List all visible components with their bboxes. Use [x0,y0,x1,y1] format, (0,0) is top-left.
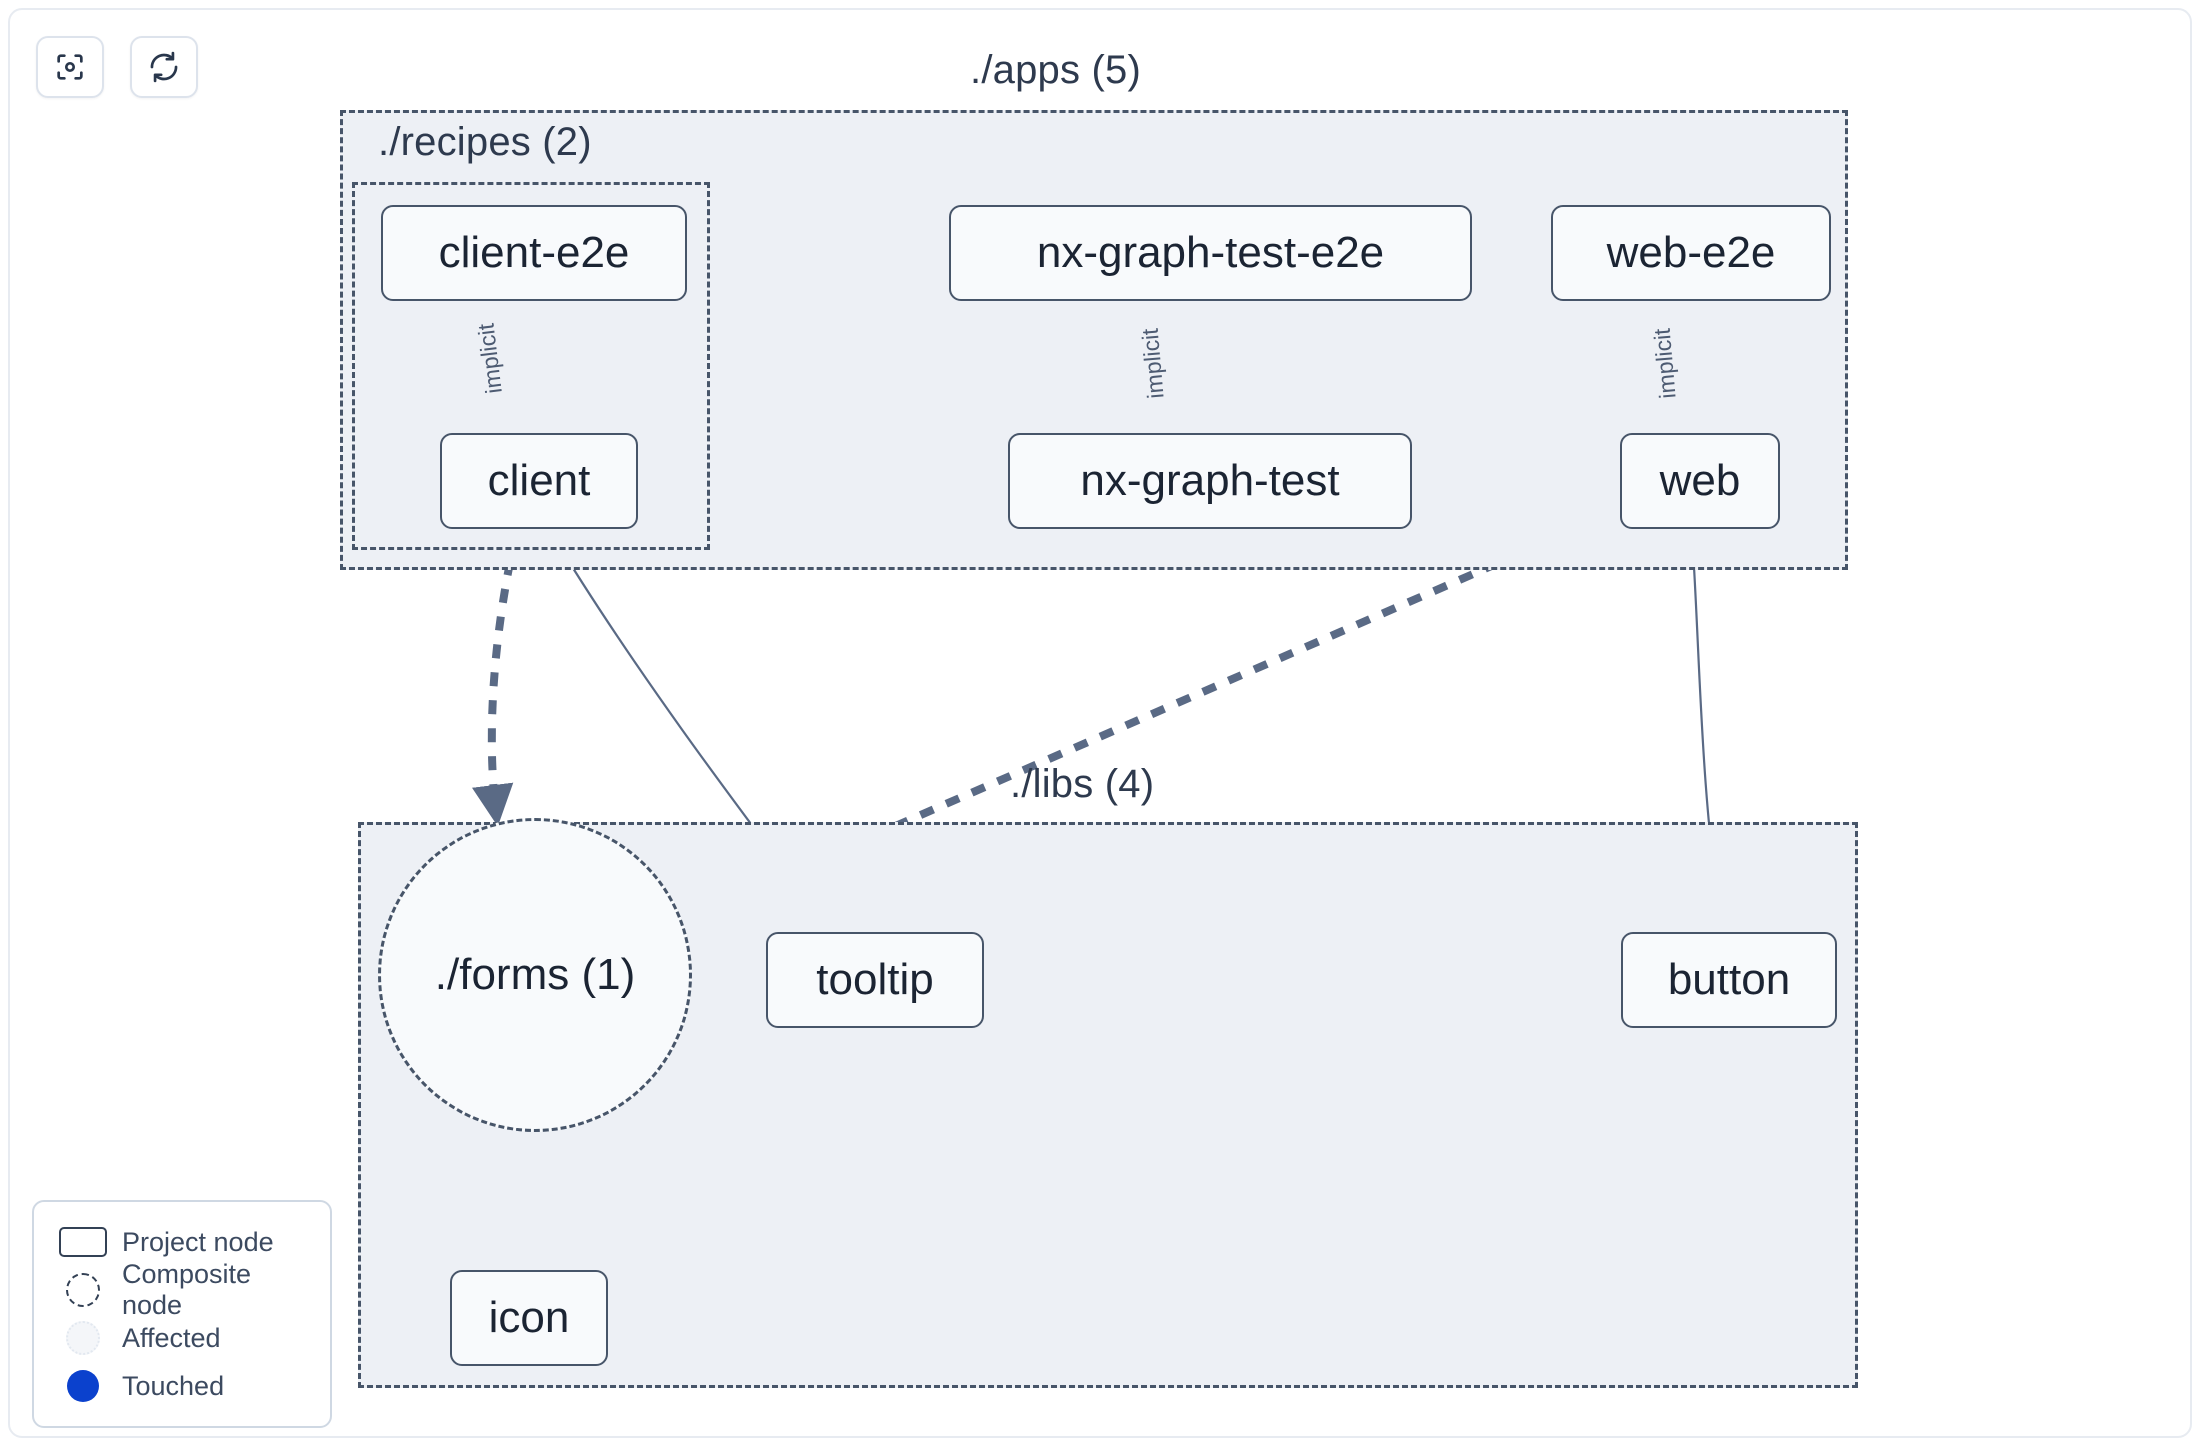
node-label: icon [488,1293,570,1342]
node-label: nx-graph-test [1080,456,1340,505]
node-nx-graph-test-e2e[interactable]: nx-graph-test-e2e [949,205,1472,301]
node-label: button [1667,955,1791,1004]
affected-swatch [52,1321,114,1355]
focus-graph-button[interactable] [36,36,104,98]
legend-label: Affected [122,1322,221,1353]
node-icon[interactable]: icon [450,1270,608,1366]
node-forms[interactable]: ./forms (1) [378,818,692,1132]
legend-item-project-node: Project node [52,1218,312,1266]
node-nx-graph-test[interactable]: nx-graph-test [1008,433,1412,529]
node-label: client-e2e [438,228,630,277]
node-label: web-e2e [1606,228,1776,277]
legend-item-affected: Affected [52,1314,312,1362]
node-label: ./forms (1) [434,950,636,999]
graph-legend: Project node Composite node Affected Tou… [32,1200,332,1428]
touched-swatch [52,1370,114,1402]
node-web[interactable]: web [1620,433,1780,529]
legend-item-composite-node: Composite node [52,1259,312,1320]
group-label-recipes: ./recipes (2) [378,120,592,164]
focus-target-icon [53,50,87,84]
node-label: nx-graph-test-e2e [1036,228,1385,277]
node-button[interactable]: button [1621,932,1837,1028]
group-label-apps: ./apps (5) [970,48,1141,92]
node-label: client [487,456,591,505]
legend-item-touched: Touched [52,1362,312,1410]
node-client[interactable]: client [440,433,638,529]
legend-label: Composite node [122,1259,252,1320]
node-web-e2e[interactable]: web-e2e [1551,205,1831,301]
node-label: tooltip [816,955,934,1004]
node-client-e2e[interactable]: client-e2e [381,205,687,301]
node-label: web [1659,456,1741,505]
node-tooltip[interactable]: tooltip [766,932,984,1028]
group-label-libs: ./libs (4) [1010,762,1155,806]
project-node-swatch [52,1227,114,1257]
legend-label: Touched [122,1370,225,1401]
graph-toolbar [36,36,198,98]
composite-node-swatch [52,1273,114,1307]
legend-label: Project node [122,1226,274,1257]
refresh-icon [147,50,181,84]
refresh-graph-button[interactable] [130,36,198,98]
